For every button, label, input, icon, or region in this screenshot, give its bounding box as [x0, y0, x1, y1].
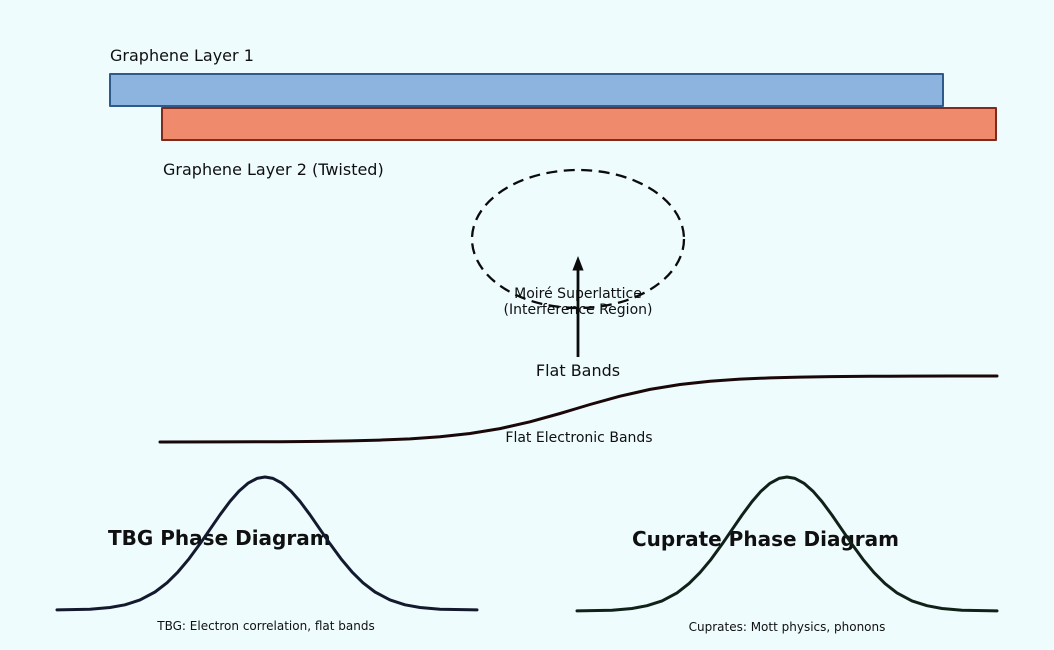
graphene-layer-2-label: Graphene Layer 2 (Twisted) [163, 160, 384, 179]
tbg-phase-diagram-title: TBG Phase Diagram [108, 526, 331, 550]
graphene-layer-1-label: Graphene Layer 1 [110, 46, 254, 65]
graphene-layer-2-rect [161, 107, 997, 141]
graphene-layer-1-rect [109, 73, 944, 107]
moire-superlattice-label-line1: Moiré Superlattice [514, 286, 642, 302]
arrow-head-icon [572, 256, 584, 271]
tbg-caption: TBG: Electron correlation, flat bands [157, 619, 375, 633]
cuprate-caption: Cuprates: Mott physics, phonons [688, 620, 886, 634]
flat-bands-label: Flat Bands [535, 361, 621, 380]
cuprate-phase-diagram-title: Cuprate Phase Diagram [632, 527, 899, 551]
flat-electronic-bands-label: Flat Electronic Bands [505, 430, 653, 446]
moire-superlattice-label: Moiré Superlattice (Interference Region) [503, 286, 653, 318]
moire-superlattice-label-line2: (Interference Region) [503, 301, 653, 318]
